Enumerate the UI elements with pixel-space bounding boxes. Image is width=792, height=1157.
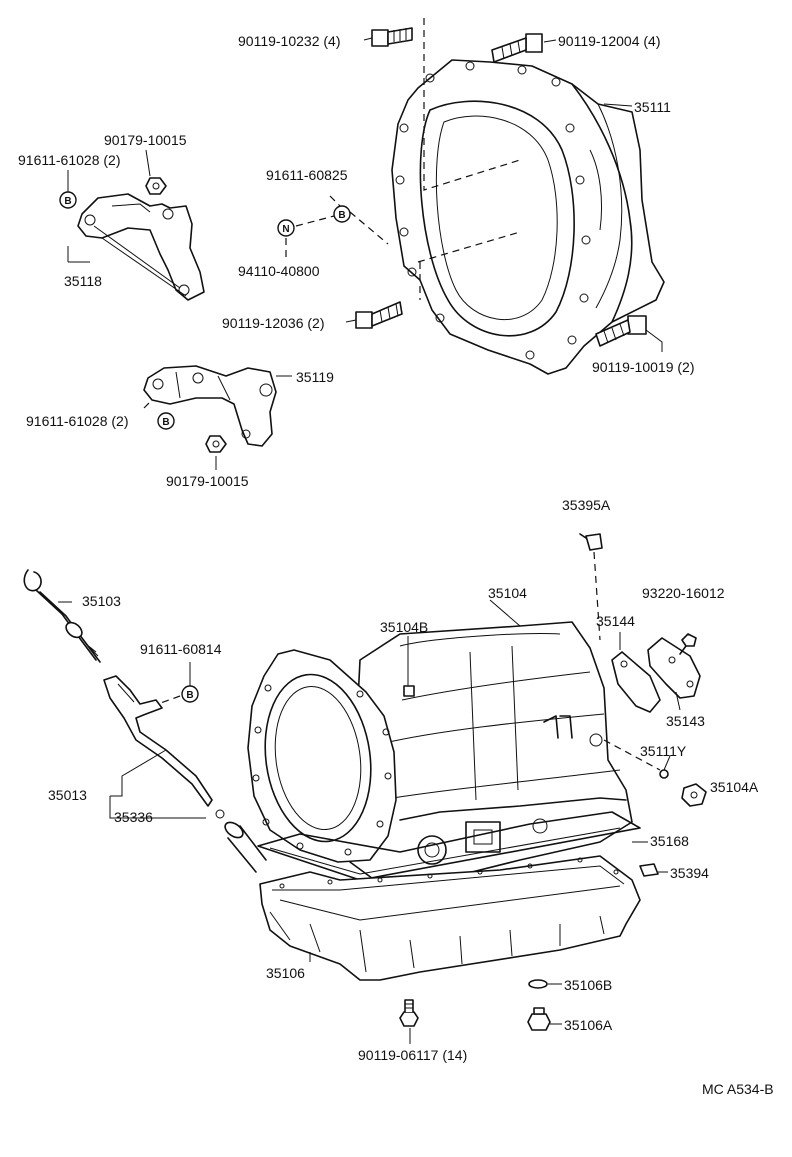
badge-b-91611-61028-top: B xyxy=(59,191,77,209)
bracket-35118 xyxy=(77,193,205,301)
filler-tube-35013 xyxy=(103,675,225,819)
label-35013: 35013 xyxy=(48,787,87,803)
label-90119-12004: 90119-12004 (4) xyxy=(558,33,660,49)
transmission-case-35104 xyxy=(247,621,633,891)
label-35106B: 35106B xyxy=(564,977,612,993)
bolt-90119-10019-icon xyxy=(595,315,647,347)
label-90179-10015-top: 90179-10015 xyxy=(104,132,187,148)
dipstick-35103 xyxy=(23,569,101,663)
label-90119-10232: 90119-10232 (4) xyxy=(238,33,340,49)
svg-text:B: B xyxy=(186,690,193,701)
nut-90179-10015-icon xyxy=(145,177,167,195)
label-35394: 35394 xyxy=(670,865,709,881)
converter-housing-35111 xyxy=(391,18,665,375)
label-90119-12036: 90119-12036 (2) xyxy=(222,315,324,331)
drain-plug-35106a-icon xyxy=(527,1007,551,1031)
gasket-35168 xyxy=(257,811,641,881)
label-90179-10015-lower: 90179-10015 xyxy=(166,473,249,489)
nut-90179-10015-lower-icon xyxy=(205,435,227,453)
bolt-90119-10232-icon xyxy=(371,27,413,47)
label-90119-10019: 90119-10019 (2) xyxy=(592,359,694,375)
label-93220-16012: 93220-16012 xyxy=(642,585,725,601)
plug-35104a-icon xyxy=(681,783,707,807)
oring-35111y-icon xyxy=(659,769,669,779)
label-35118: 35118 xyxy=(64,273,102,289)
clip-35395a-icon xyxy=(579,533,603,551)
label-91611-60825: 91611-60825 xyxy=(266,167,348,183)
label-35119: 35119 xyxy=(296,369,334,385)
label-35336: 35336 xyxy=(114,809,153,825)
badge-n-94110-40800: N xyxy=(277,219,295,237)
label-91611-60814: 91611-60814 xyxy=(140,641,222,657)
svg-text:B: B xyxy=(338,210,345,221)
label-91611-61028-lower: 91611-61028 (2) xyxy=(26,413,128,429)
label-35106: 35106 xyxy=(266,965,305,981)
svg-text:N: N xyxy=(282,224,289,235)
label-35111Y: 35111Y xyxy=(640,743,687,759)
bolt-93220-16012-icon xyxy=(679,633,697,655)
bolt-90119-12036-icon xyxy=(355,301,403,329)
svg-text:B: B xyxy=(162,417,169,428)
bracket-35119 xyxy=(143,365,277,447)
label-35168: 35168 xyxy=(650,833,689,849)
label-94110-40800: 94110-40800 xyxy=(238,263,320,279)
bolt-90119-06117-icon xyxy=(399,999,419,1027)
badge-b-91611-60814: B xyxy=(181,685,199,703)
oring-35336-icon xyxy=(224,821,267,873)
label-35106A: 35106A xyxy=(564,1017,613,1033)
label-35104: 35104 xyxy=(488,585,527,601)
drawing-code: MC A534-B xyxy=(702,1081,774,1097)
gasket-35106b-icon xyxy=(528,979,548,989)
plate-35143 xyxy=(647,637,701,699)
badge-b-91611-61028-lower: B xyxy=(157,412,175,430)
label-91611-61028-top: 91611-61028 (2) xyxy=(18,152,120,168)
oil-pan-35106 xyxy=(259,855,641,981)
label-35111: 35111 xyxy=(634,99,671,115)
magnet-35394-icon xyxy=(639,863,659,877)
badge-b-91611-60825: B xyxy=(333,205,351,223)
plate-35144 xyxy=(611,651,661,713)
label-35143: 35143 xyxy=(666,713,705,729)
label-35104B: 35104B xyxy=(380,619,428,635)
label-35395A: 35395A xyxy=(562,497,611,513)
label-35103: 35103 xyxy=(82,593,121,609)
label-90119-06117: 90119-06117 (14) xyxy=(358,1047,467,1063)
label-35104A: 35104A xyxy=(710,779,759,795)
bolt-90119-12004-icon xyxy=(491,33,543,63)
label-35144: 35144 xyxy=(596,613,635,629)
svg-text:B: B xyxy=(64,196,71,207)
